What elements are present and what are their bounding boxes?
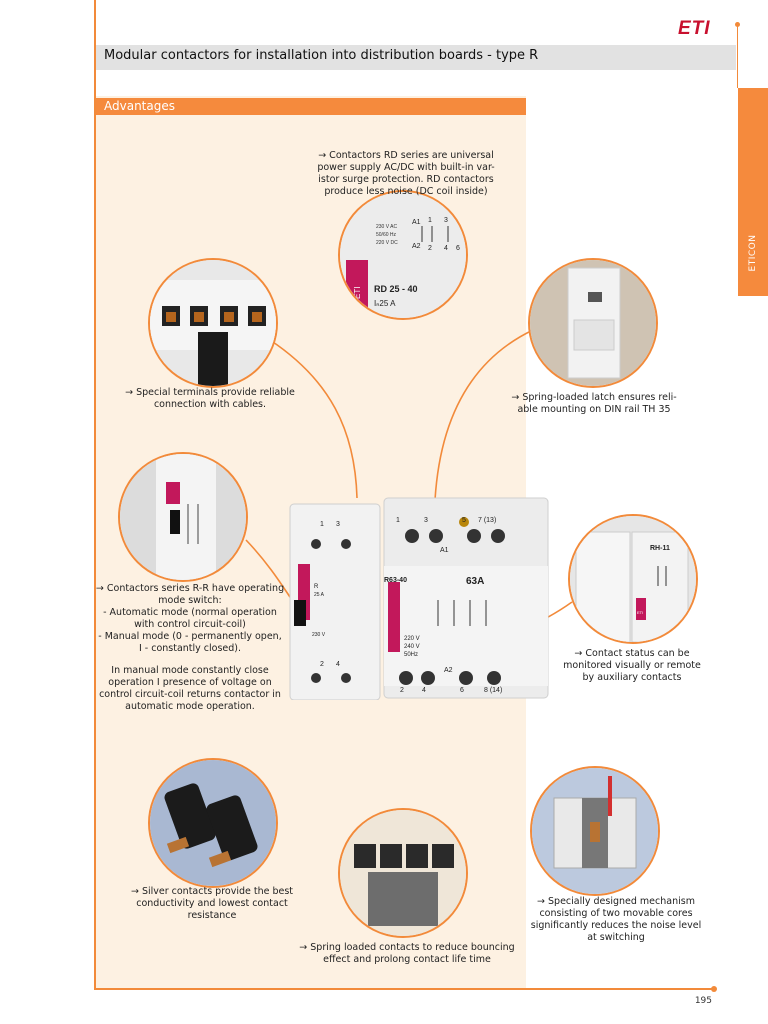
rd-terminal-label: 6 (456, 245, 460, 252)
header-band (96, 45, 736, 70)
auxiliary-contact-closeup-image: RH-11 ETI (568, 514, 698, 644)
rd-terminal-label: 2 (428, 245, 432, 252)
large-voltage-text: 50Hz (404, 652, 418, 658)
rd-brand-text: ETI (353, 287, 362, 299)
aux-brand-text: ETI (637, 610, 643, 615)
small-terminal-bottom-label: 4 (336, 661, 340, 668)
small-terminal-bottom-label: 2 (320, 661, 324, 668)
side-tab[interactable] (738, 88, 768, 296)
small-terminal-top-label: 1 (320, 521, 324, 528)
caption-spring-contacts: → Spring loaded contacts to reduce bounc… (299, 942, 515, 965)
aux-label-text: RH-11 (650, 545, 670, 552)
small-current-text: 25 A (314, 592, 325, 598)
large-terminal-bottom-label: 4 (422, 687, 426, 694)
left-margin-rule (94, 0, 96, 990)
latch-closeup-image (528, 258, 658, 388)
rd-voltage-text: 50/60 Hz (376, 232, 397, 238)
large-terminal-bottom-label: 2 (400, 687, 404, 694)
large-terminal-bottom-label: 8 (14) (484, 687, 502, 694)
eti-logo: ETI (678, 18, 711, 39)
rule-dot (735, 22, 740, 27)
large-voltage-text: 220 V (404, 636, 420, 642)
section-underline (96, 114, 526, 115)
large-terminal-top-label: 1 (396, 517, 400, 524)
rd-series-closeup-image: ETI 230 V AC 50/60 Hz 220 V DC A1 1 3 A2… (338, 190, 468, 320)
rd-terminal-label: A2 (412, 243, 421, 250)
large-terminal-top-label: 5 (462, 517, 466, 524)
logo-rule (737, 24, 738, 88)
mechanism-closeup-image (530, 766, 660, 896)
rd-model-text: RD 25 - 40 (374, 284, 418, 294)
terminals-closeup-image (148, 258, 278, 388)
rd-voltage-text: 230 V AC (376, 224, 398, 230)
large-terminal-top-label: 7 (13) (478, 517, 496, 524)
bottom-rule (94, 988, 714, 990)
small-model-text: R (314, 584, 319, 590)
rd-terminal-label: 1 (428, 217, 432, 224)
rd-voltage-text: 220 V DC (376, 240, 398, 246)
mode-switch-closeup-image (118, 452, 248, 582)
rd-current-text: Iₙ25 A (374, 299, 396, 308)
large-terminal-bottom-label: 6 (460, 687, 464, 694)
large-a1-label: A1 (440, 547, 449, 554)
connector-line (269, 339, 358, 499)
page-number: 195 (694, 996, 712, 1006)
large-model-text: R63-40 (384, 577, 407, 584)
large-a2-label: A2 (444, 667, 453, 674)
rd-terminal-label: A1 (412, 219, 421, 226)
spring-contacts-closeup-image (338, 808, 468, 938)
large-terminal-top-label: 3 (424, 517, 428, 524)
section-title: Advantages (104, 99, 175, 113)
section-band (96, 98, 526, 114)
caption-latch: → Spring-loaded latch ensures reli-able … (511, 392, 677, 415)
large-current-text: 63A (466, 576, 484, 587)
silver-contacts-closeup-image (148, 758, 278, 888)
small-voltage-text: 230 V (312, 632, 326, 638)
large-voltage-text: 240 V (404, 644, 420, 650)
rd-terminal-label: 3 (444, 217, 448, 224)
rd-terminal-label: 4 (444, 245, 448, 252)
page-title: Modular contactors for installation into… (104, 48, 539, 63)
contactor-product-image: 1 3 2 4 R 25 A 230 V 1 3 5 7 (13) A1 R63… (288, 496, 550, 700)
rule-dot (711, 986, 717, 992)
small-terminal-top-label: 3 (336, 521, 340, 528)
connector-line (434, 329, 534, 501)
